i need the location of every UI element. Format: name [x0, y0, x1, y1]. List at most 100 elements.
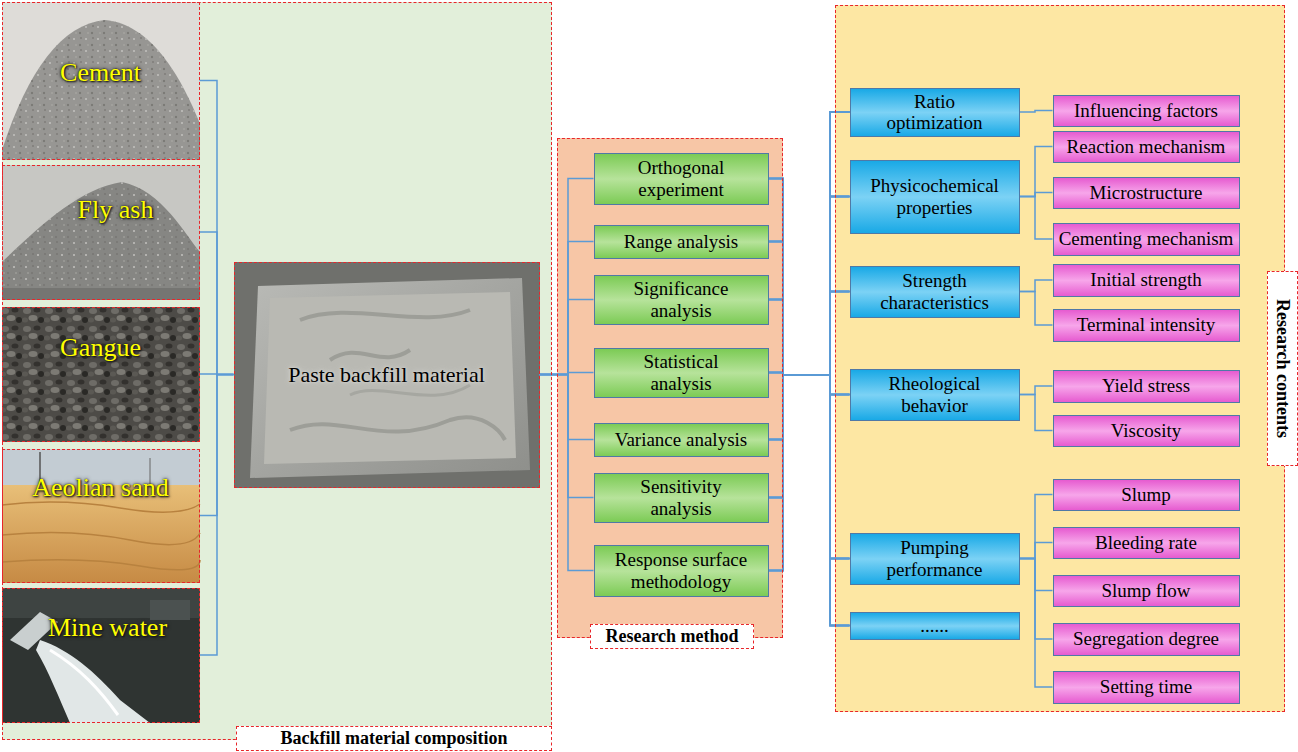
connector-line — [769, 375, 850, 626]
connector-line — [769, 375, 850, 559]
node-label: Viscosity — [1111, 420, 1182, 441]
material-photo: Mine water — [2, 588, 200, 723]
node-label: Strength characteristics — [865, 270, 1005, 313]
connector-line — [769, 300, 850, 395]
panel-grounds — [2, 2, 1285, 740]
connector-line — [200, 375, 234, 656]
connector-line — [769, 112, 850, 498]
composition-ground — [2, 2, 552, 740]
fly-ash-photo — [2, 165, 200, 300]
material-photo: Gangue — [2, 307, 200, 442]
connector-line — [540, 375, 594, 498]
node-label: Aeolian sand — [11, 472, 191, 504]
connector-line — [769, 373, 850, 559]
connector-line — [1020, 386, 1053, 395]
method-box: Response surface methodology — [594, 545, 769, 597]
detail-box: Influencing factors — [1053, 95, 1240, 127]
detail-box: Initial strength — [1053, 264, 1240, 297]
connector-line — [769, 375, 850, 626]
connector-line — [769, 375, 850, 498]
connector-line — [769, 197, 850, 376]
node-label: Mine water — [18, 612, 198, 644]
contents-ground — [835, 5, 1285, 712]
material-photo: Aeolian sand — [2, 449, 200, 583]
connector-line — [769, 112, 850, 375]
node-label: Variance analysis — [615, 429, 747, 450]
connector-line — [769, 197, 850, 571]
group-panel: Research contentsRatio optimizationInflu… — [835, 5, 1285, 712]
connector-line — [769, 179, 850, 395]
node-label: Orthogonal experiment — [612, 157, 750, 200]
detail-box: Segregation degree — [1053, 623, 1240, 656]
node-label: Pumping performance — [865, 537, 1005, 580]
node-label: Setting time — [1100, 676, 1192, 697]
node-label: Terminal intensity — [1077, 314, 1216, 335]
detail-box: Slump — [1053, 479, 1240, 511]
connector-line — [769, 375, 850, 571]
connector-line — [1020, 559, 1053, 591]
connector-line — [769, 375, 850, 440]
connector-line — [1020, 543, 1053, 559]
detail-box: Cementing mechanism — [1053, 223, 1240, 256]
connector-line — [1020, 147, 1053, 197]
detail-box: Viscosity — [1053, 415, 1240, 447]
connector-line — [1020, 280, 1053, 292]
connector-line — [1020, 292, 1053, 326]
connector-line — [1020, 111, 1053, 113]
connector-line — [769, 112, 850, 375]
mine-water-photo — [2, 588, 200, 723]
detail-box: Terminal intensity — [1053, 309, 1240, 342]
connector-line — [769, 292, 850, 440]
material-photo: Fly ash — [2, 165, 200, 300]
connector-line — [540, 242, 594, 375]
connector-line — [1020, 559, 1053, 640]
connector-line — [769, 292, 850, 376]
detail-box: Setting time — [1053, 671, 1240, 704]
connector-line — [1020, 395, 1053, 431]
node-label: Fly ash — [26, 194, 206, 226]
connector-line — [769, 300, 850, 626]
connector-line — [769, 112, 850, 375]
connector-line — [769, 375, 850, 626]
method-box: Statistical analysis — [594, 348, 769, 398]
method-box: Significance analysis — [594, 275, 769, 325]
node-label: Response surface methodology — [612, 549, 750, 592]
node-label: Slump — [1121, 484, 1171, 505]
connector-line — [769, 292, 850, 376]
connector-line — [769, 242, 850, 376]
method-box: Range analysis — [594, 225, 769, 259]
ellipsis-box: ...... — [850, 612, 1020, 640]
connector-line — [1020, 495, 1053, 559]
content-box: Ratio optimization — [850, 88, 1020, 137]
connector-line — [200, 81, 234, 375]
group-panel: Backfill material compositionCementFly a… — [2, 2, 552, 740]
connector-line — [769, 242, 850, 626]
connector-line — [769, 197, 850, 440]
detail-box: Reaction mechanism — [1053, 131, 1240, 163]
connector-line — [769, 242, 850, 395]
node-label: Statistical analysis — [612, 351, 750, 394]
connector-line — [769, 179, 850, 559]
connector-line — [540, 375, 594, 571]
connector-line — [769, 179, 850, 626]
cement-photo — [2, 2, 200, 160]
node-label: Microstructure — [1090, 182, 1203, 203]
node-label: Ratio optimization — [865, 91, 1005, 134]
connector-line — [769, 197, 850, 498]
connector-line — [540, 375, 594, 440]
node-label: Cement — [11, 57, 191, 89]
sand-photo — [2, 449, 200, 583]
node-label: Bleeding rate — [1095, 532, 1197, 553]
method-box: Sensitivity analysis — [594, 473, 769, 523]
node-label: Rheological behavior — [865, 373, 1005, 416]
gangue-photo — [2, 307, 200, 442]
connector-line — [769, 197, 850, 376]
connector-line — [200, 232, 234, 375]
connector-line — [769, 375, 850, 559]
connector-line — [540, 300, 594, 375]
connector-line — [769, 373, 850, 395]
method-box: Orthogonal experiment — [594, 153, 769, 205]
node-label: Research method — [590, 624, 754, 649]
node-label: Segregation degree — [1073, 628, 1219, 649]
